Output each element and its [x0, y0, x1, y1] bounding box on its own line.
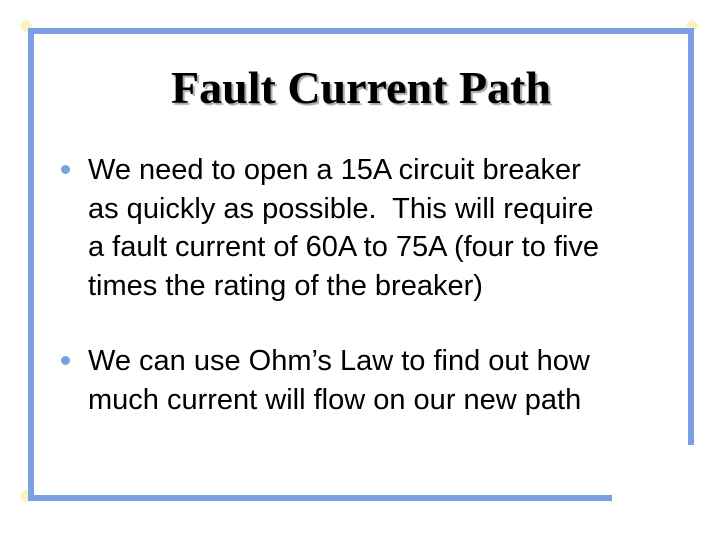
bullet-text-2: We can use Ohm’s Law to find out how muc…	[88, 345, 590, 416]
bullet-list: We need to open a 15A circuit breaker as…	[61, 151, 709, 419]
frame-corner-cutout	[612, 445, 720, 540]
slide-title: Fault Current Path	[171, 62, 551, 113]
bullet-text-1: We need to open a 15A circuit breaker as…	[88, 154, 600, 302]
bullet-item: We need to open a 15A circuit breaker as…	[61, 151, 709, 305]
bullet-dot-icon	[61, 356, 70, 365]
slide-border-frame	[28, 28, 694, 501]
bullet-item: We can use Ohm’s Law to find out how muc…	[61, 342, 709, 419]
bullet-dot-icon	[61, 165, 70, 174]
